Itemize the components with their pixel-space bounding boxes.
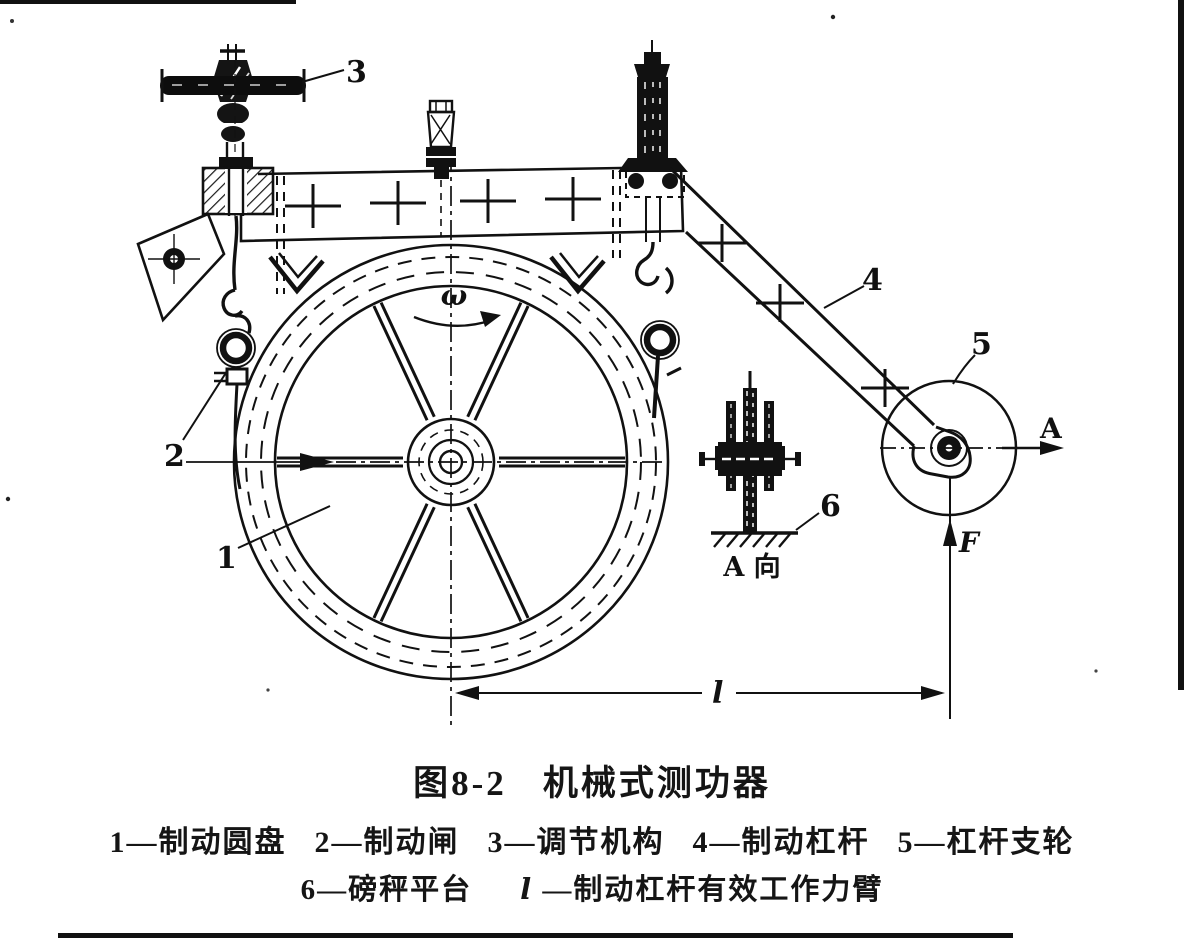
figure-number: 图8-2	[413, 764, 507, 803]
adjuster-mechanism	[160, 44, 306, 216]
scale-platform-detail	[699, 371, 801, 548]
figure-caption: 图8-2 机械式测功器	[0, 755, 1184, 806]
ground-hatching	[713, 533, 791, 548]
lever-cross-marks	[698, 224, 909, 407]
label-force-f: F	[958, 526, 981, 559]
band-tensioner-right	[618, 40, 688, 419]
beam-cross-marks	[285, 177, 601, 228]
disc-centerlines	[186, 152, 668, 726]
brake-lever	[668, 166, 972, 479]
label-part-5: 5	[971, 327, 992, 362]
figure-legend-row-1: 1—制动圆盘 2—制动闸 3—调节机构 4—制动杠杆 5—杠杆支轮	[0, 817, 1184, 861]
legend-item-3: 3—调节机构	[487, 826, 665, 859]
rotation-arrow	[413, 315, 493, 327]
legend-item-1: 1—制动圆盘	[109, 826, 287, 859]
label-omega: ω	[441, 279, 468, 312]
label-part-4: 4	[862, 263, 883, 298]
centerline-arrowhead	[300, 453, 334, 471]
dimension-arm-length	[455, 686, 951, 719]
figure-legend-row-2: 6—磅秤平台 l —制动杠杆有效工作力臂	[0, 866, 1184, 908]
band-clevis-left	[268, 252, 325, 295]
label-part-1: 1	[216, 541, 237, 576]
figure-title: 机械式测功器	[542, 764, 771, 803]
force-arrow	[943, 477, 957, 692]
legend-item-4: 4—制动杠杆	[692, 826, 870, 859]
legend-item-2: 2—制动闸	[314, 826, 460, 859]
label-view-a-caption: A 向	[722, 551, 780, 583]
label-part-3: 3	[346, 55, 367, 90]
legend-item-5: 5—杠杆支轮	[897, 826, 1075, 859]
disc-spokes	[277, 301, 625, 623]
legend-item-6: 6—磅秤平台	[300, 874, 473, 906]
label-part-2: 2	[164, 439, 185, 474]
leader-lines	[182, 69, 976, 549]
rotation-arrowhead	[480, 311, 501, 327]
top-bolt	[426, 99, 456, 236]
brake-disc	[186, 152, 670, 726]
view-direction-arrow	[880, 441, 1064, 455]
beam-hidden-lines	[276, 170, 621, 294]
band-clevis-right	[549, 252, 606, 295]
side-bracket-plate	[136, 212, 226, 323]
brake-band-beam	[239, 165, 685, 295]
label-view-a: A	[1039, 412, 1063, 445]
legend-item-arm-length: l —制动杠杆有效工作力臂	[520, 872, 884, 906]
label-part-6: 6	[820, 489, 841, 524]
label-arm-length: l	[712, 676, 723, 711]
diagram-labels: 3 2 1 4 5 6 ω A F l A 向	[164, 55, 1063, 711]
